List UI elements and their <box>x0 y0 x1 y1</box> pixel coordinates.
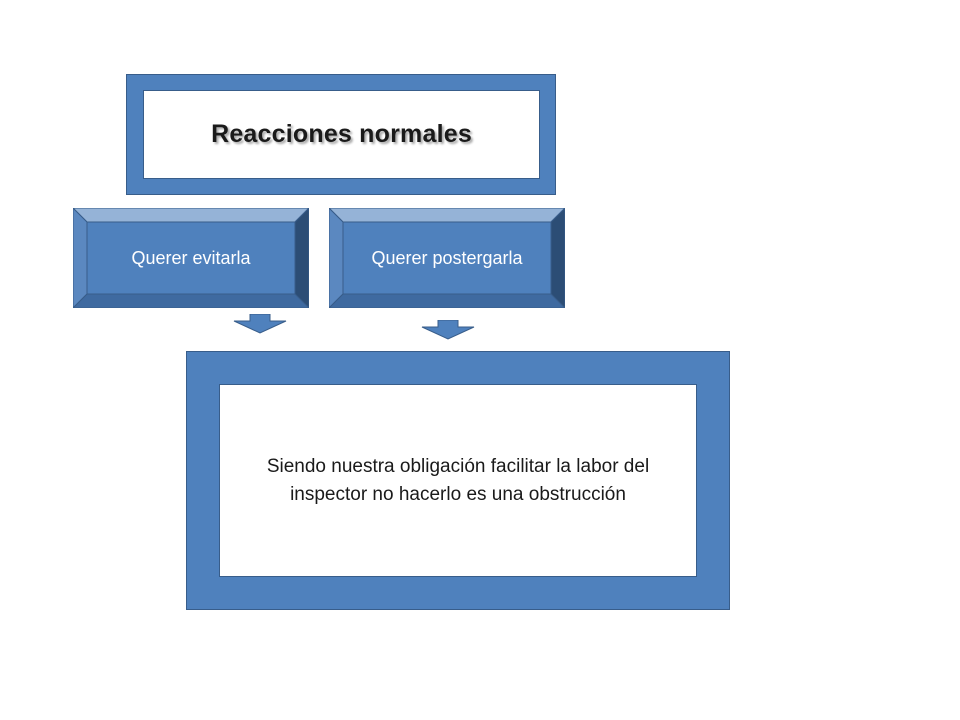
option-box-avoid: Querer evitarla <box>73 208 309 308</box>
bevel-shape-avoid <box>73 208 309 308</box>
option-label-postpone: Querer postergarla <box>371 247 523 268</box>
title-frame: Reacciones normales <box>126 74 556 195</box>
message-text: Siendo nuestra obligación facilitar la l… <box>266 455 650 505</box>
down-arrow-icon-right <box>421 320 475 340</box>
message-frame: Siendo nuestra obligación facilitar la l… <box>186 351 730 610</box>
title-inner-box: Reacciones normales <box>143 90 540 179</box>
option-label-avoid: Querer evitarla <box>131 247 251 268</box>
down-arrow-icon-left <box>233 314 287 334</box>
option-box-postpone: Querer postergarla <box>329 208 565 308</box>
diagram-title: Reacciones normales <box>211 120 472 148</box>
bevel-shape-postpone <box>329 208 565 308</box>
message-inner-box: Siendo nuestra obligación facilitar la l… <box>219 384 697 577</box>
